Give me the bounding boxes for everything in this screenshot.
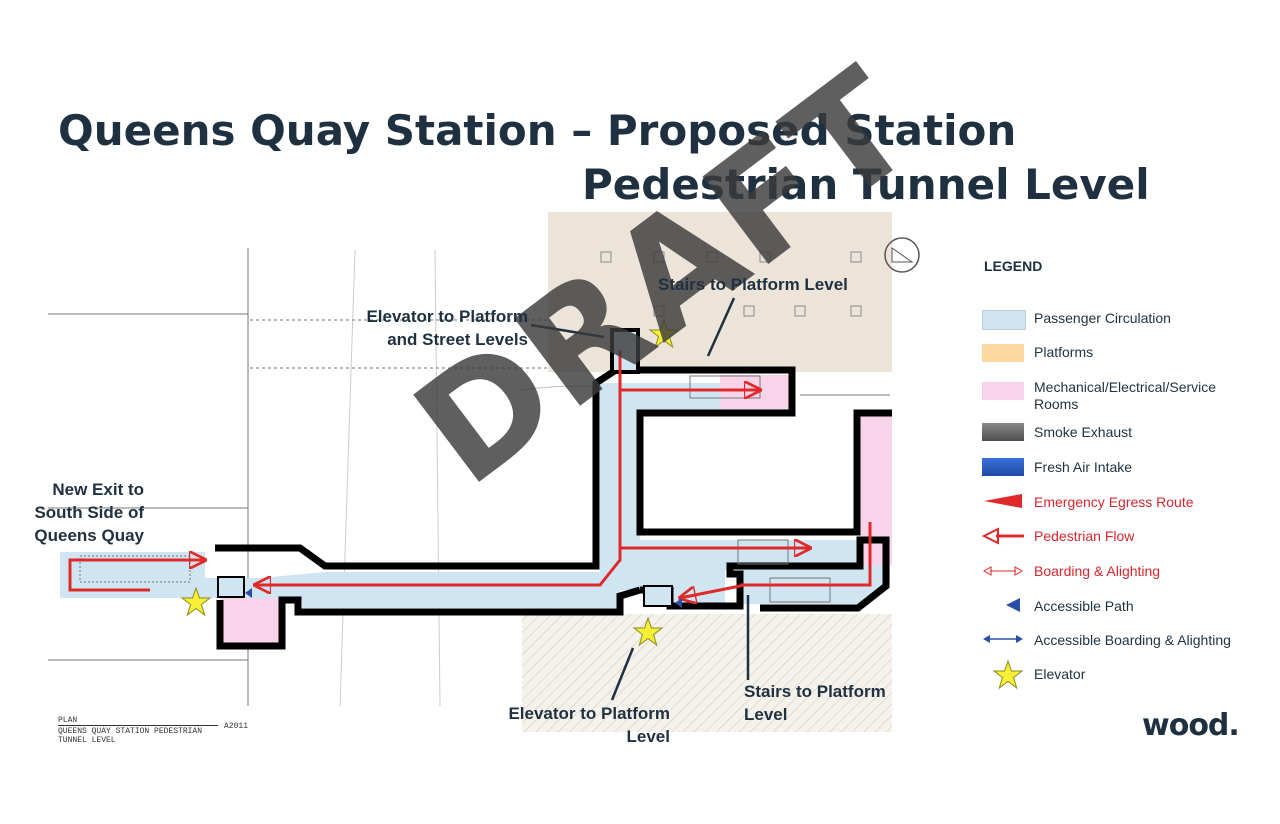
accessible-path-arrows — [245, 588, 682, 608]
legend-swatch-platforms — [982, 344, 1024, 362]
elevator-shaft-west — [217, 576, 245, 598]
legend-swatch-smoke-exhaust — [982, 423, 1024, 441]
callout-line: Elevator to Platform — [508, 704, 670, 723]
callout-elevator-south: Elevator to Platform Level — [486, 702, 670, 748]
boarding-alighting-icon — [982, 566, 1024, 576]
callout-new-exit: New Exit to South Side of Queens Quay — [26, 478, 144, 547]
callout-elevator-north: Elevator to Platform and Street Levels — [344, 305, 528, 351]
callout-leader-lines — [530, 297, 750, 701]
legend-label: Platforms — [1034, 344, 1094, 360]
legend-label: Boarding & Alighting — [1034, 563, 1161, 579]
callout-line: Stairs to Platform — [744, 682, 886, 701]
legend-label: Pedestrian Flow — [1034, 528, 1135, 544]
callout-line: Queens Quay — [34, 526, 144, 545]
legend-label: Emergency Egress Route — [1034, 494, 1194, 510]
building-south-tone — [522, 614, 892, 732]
legend-label: Elevator — [1034, 666, 1086, 682]
title-line-1: Queens Quay Station – Proposed Station — [58, 106, 1017, 155]
plan-caption-title: PLAN — [58, 716, 78, 725]
legend-label: Passenger Circulation — [1034, 310, 1171, 326]
plan-caption: PLAN QUEENS QUAY STATION PEDESTRIAN TUNN… — [58, 716, 218, 745]
north-arrow-icon — [884, 237, 920, 273]
legend-swatch-circulation — [982, 310, 1026, 330]
callout-stairs-north: Stairs to Platform Level — [658, 275, 848, 294]
wood-logo: wood. — [1142, 708, 1240, 743]
legend-title: LEGEND — [984, 258, 1043, 274]
service-room-north — [720, 375, 792, 409]
callout-line: and Street Levels — [387, 330, 528, 349]
callout-stairs-south: Stairs to Platform Level — [744, 680, 886, 726]
site-linework — [48, 248, 890, 707]
plan-caption-subtitle: QUEENS QUAY STATION PEDESTRIAN TUNNEL LE… — [58, 725, 218, 745]
elevator-star-icon — [180, 586, 212, 617]
plan-caption-ref: A2011 — [224, 722, 249, 731]
elevator-star-icon — [632, 616, 664, 647]
service-room-west — [220, 598, 282, 646]
station-plan-drawing: T — [48, 212, 920, 732]
accessible-path-icon — [1006, 598, 1020, 612]
pedestrian-flow-routes — [68, 350, 872, 598]
elevator-star-icons — [180, 318, 680, 647]
passenger-circulation-area — [60, 383, 890, 608]
legend-label: Accessible Boarding & Alighting — [1034, 632, 1231, 648]
callout-line: Level — [744, 705, 788, 724]
title-line-2: Pedestrian Tunnel Level — [582, 160, 1150, 209]
callout-line: Elevator to Platform — [366, 307, 528, 326]
pedestrian-flow-icon — [982, 527, 1024, 545]
legend-label: Smoke Exhaust — [1034, 424, 1133, 440]
elevator-shaft-north — [610, 328, 640, 374]
column-grid-north — [600, 251, 862, 317]
elevator-shaft-south — [643, 585, 673, 607]
callout-line: South Side of — [34, 503, 144, 522]
accessible-boarding-icon — [983, 635, 1023, 643]
building-north-block — [548, 212, 892, 372]
legend-label: Mechanical/Electrical/Service Rooms — [1034, 379, 1217, 412]
legend-panel: LEGEND Passenger Circulation Platforms M… — [962, 232, 1256, 690]
legend-swatch-fresh-air — [982, 458, 1024, 476]
legend-label: Accessible Path — [1034, 598, 1134, 614]
elevator-star-icon — [992, 660, 1024, 690]
callout-line: Level — [626, 727, 670, 746]
elevator-star-icon — [648, 318, 680, 349]
legend-swatch-service-rooms — [982, 382, 1024, 400]
legend-label: Fresh Air Intake — [1034, 459, 1133, 475]
emergency-egress-icon — [984, 494, 1022, 508]
callout-line: New Exit to — [52, 480, 144, 499]
